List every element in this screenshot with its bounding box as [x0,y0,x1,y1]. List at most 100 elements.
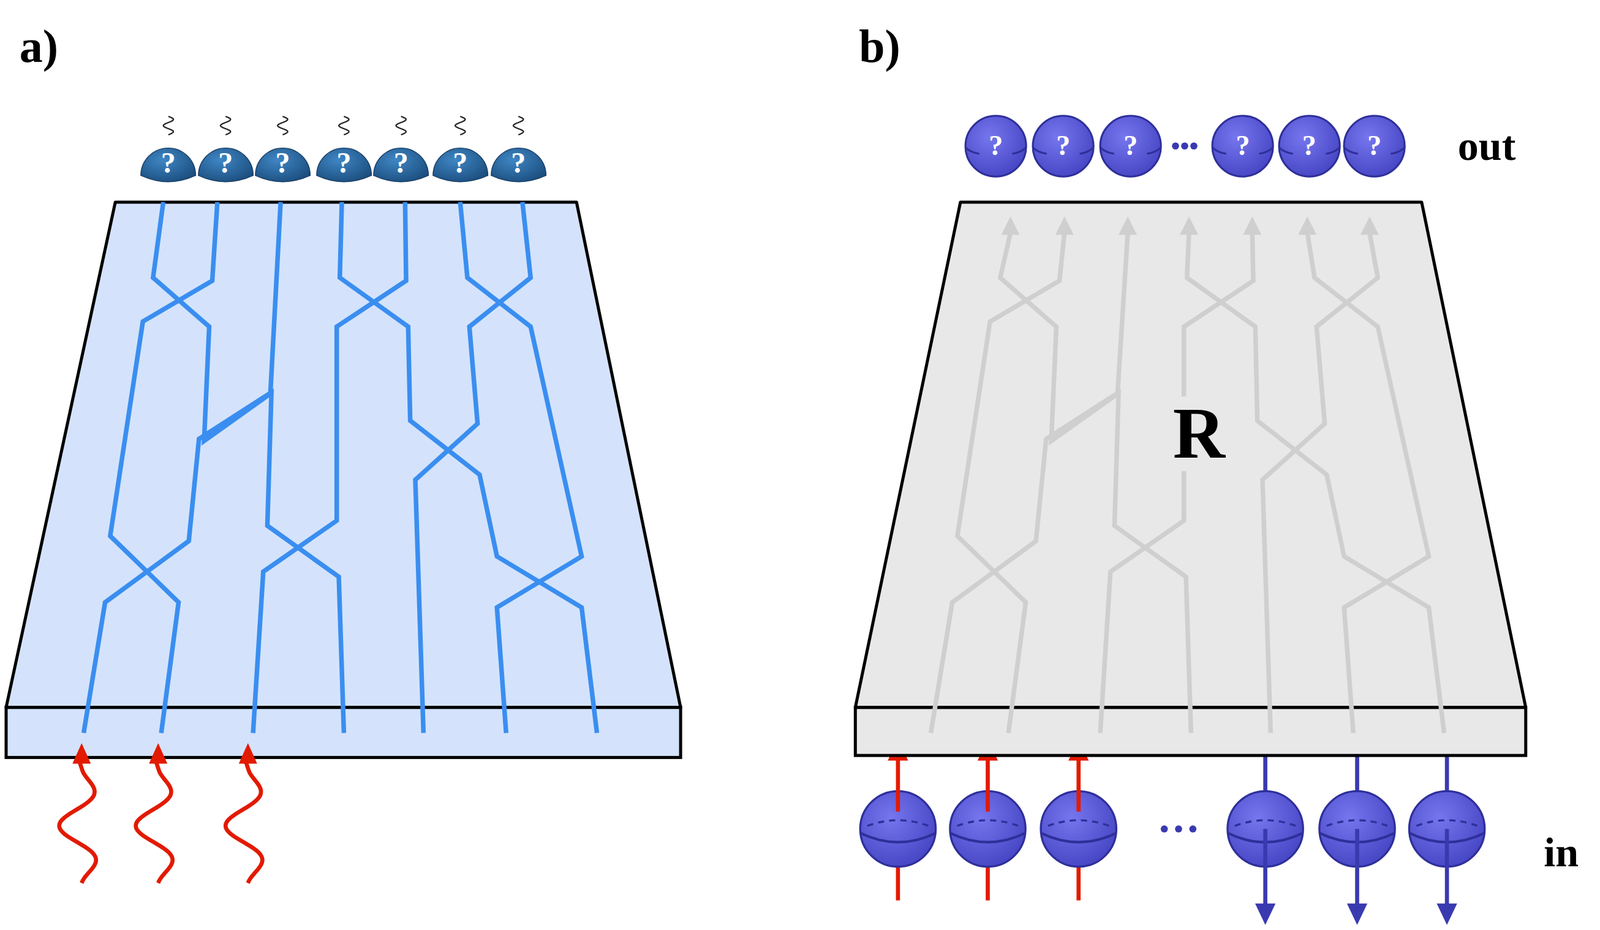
spin-arrow [985,865,990,901]
ball-equator [1147,147,1162,154]
chip-box: R [853,202,1528,758]
waveguide [153,202,345,733]
ball-equator [1279,147,1294,154]
unknown-mark: ? [1123,131,1138,160]
ball-body [1343,115,1405,177]
spin-equator-back [867,820,929,826]
squiggle [455,116,466,135]
chip-outline [853,202,1528,758]
unknown-mark: ? [275,148,290,178]
ball-equator [1079,147,1095,154]
spin-arrow [1076,755,1081,812]
ghost-waveguide [1186,232,1444,733]
qubit-ball: ? [139,136,197,194]
ball-body [965,115,1027,177]
qubit-ball: ? [1342,114,1406,178]
waveguide [110,202,218,733]
squiggle [220,116,231,135]
qubit-ball: ? [431,136,489,194]
unknown-mark: ? [452,148,468,178]
unknown-mark: ? [1302,131,1317,160]
arrow-head [1360,216,1379,235]
qubit-ball: ? [964,114,1028,178]
qubit-ball: ? [315,136,373,194]
unknown-mark: ? [1367,131,1382,160]
ball-body [197,148,253,182]
ball-equator [1343,147,1359,154]
arrow-head [1179,216,1199,235]
spin-arrow [985,755,990,812]
ghost-waveguide [957,232,1065,733]
spin-arrow [1445,828,1450,909]
waveguide [83,202,282,733]
spin-arrow [1076,865,1081,901]
side-label: in [1543,831,1579,873]
waveguide [252,202,407,733]
ball-body [1100,115,1161,177]
unknown-mark: ? [393,148,409,178]
arrow-head [1436,903,1457,925]
photon-inputs [59,743,263,883]
ball-body [1032,115,1094,177]
unknown-mark: ? [1056,131,1071,160]
side-label: out [1457,124,1516,167]
spin-equator-back [1326,820,1389,826]
squiggle [513,116,524,135]
ball-body [490,148,546,182]
spin-equator-back [1416,820,1478,826]
ball-equator [1100,147,1115,154]
unknown-mark: ? [336,148,351,178]
qubit-ball: ? [197,136,255,194]
spin-equator [1040,833,1117,843]
ball-body [373,148,429,182]
arrow-head [1000,216,1020,235]
unknown-mark: ? [988,131,1003,160]
ghost-waveguide [930,232,1128,733]
arrow-head [148,743,168,764]
spin-equator [860,833,936,843]
unknown-mark: ? [218,148,233,178]
squiggle [277,116,288,135]
ball-body [140,148,197,182]
spin-arrow [896,755,901,812]
spin-arrow [1354,828,1360,909]
ghost-waveguide [1307,232,1429,733]
arrow-head [1255,903,1276,925]
qubit-ball: ? [372,136,430,194]
spin-equator-back [957,820,1019,826]
ball-equator [965,147,980,154]
qubit-ball: ? [1031,114,1095,178]
panel-label: a) [19,22,59,70]
ball-equator [1391,147,1406,154]
arrow-head [1242,216,1262,235]
unknown-mark: ? [510,148,526,178]
spin-arrow [1263,828,1268,909]
spin-equator [950,833,1026,843]
spin-arrow [896,865,901,901]
arrow-head [1054,216,1074,235]
photon-wave [225,755,263,883]
panel-label: b) [858,22,901,70]
ball-body [1279,115,1340,177]
arrow-head [72,743,91,764]
ball-body [316,148,372,182]
ball-body [432,148,488,182]
qubit-ball: ? [1211,114,1275,178]
arrow-head [238,743,258,764]
qubit-ball: ? [254,136,312,194]
unknown-mark: ? [1235,131,1250,160]
ball-equator [1012,147,1027,154]
waveguides [83,202,598,733]
squiggle [395,116,407,135]
qubit-ball: ? [1098,114,1163,178]
ghost-waveguide [999,232,1191,733]
qubit-ball: ? [1277,114,1341,178]
ghost-waveguide [1262,232,1378,733]
waveguide [460,202,582,733]
arrow-head [1118,216,1137,235]
ball-body [1212,115,1273,177]
arrow-head [1347,903,1368,925]
operator-label: R [1166,396,1232,472]
photon-wave [59,755,97,883]
ball-equator [1212,147,1227,154]
